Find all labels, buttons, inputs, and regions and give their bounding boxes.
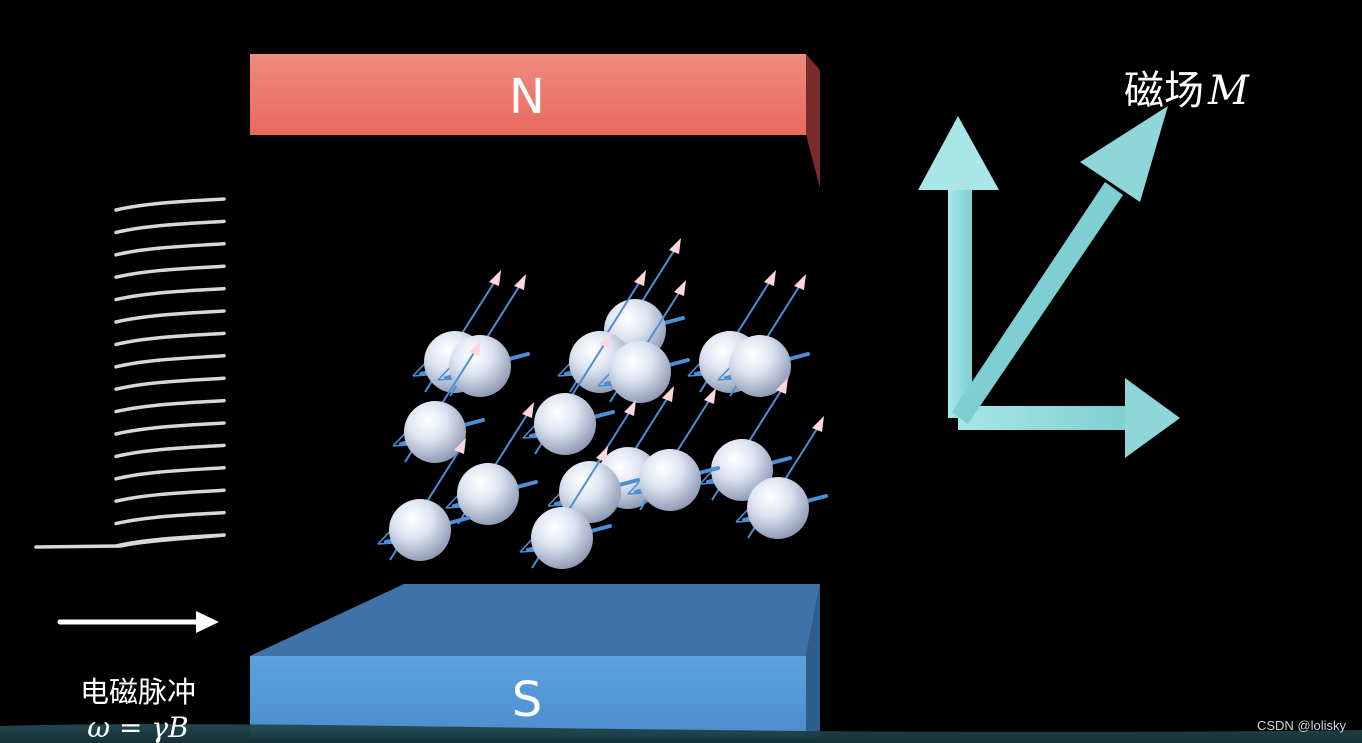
pulse-formula: ω = γB	[87, 711, 188, 743]
north-label: N	[509, 69, 545, 125]
vertical-axis-shaft	[948, 188, 972, 418]
south-magnet-top	[250, 584, 820, 656]
field-label-symbol: M	[1207, 68, 1250, 114]
horizontal-axis-head	[1125, 378, 1180, 458]
coil-turn	[114, 331, 226, 347]
spin	[437, 274, 530, 397]
pulse-arrow	[57, 611, 219, 633]
north-magnet-face	[250, 54, 806, 135]
bottom-band	[0, 724, 1362, 743]
spin	[522, 332, 615, 455]
south-label: S	[512, 672, 542, 728]
magnetization-vector-shaft	[952, 182, 1123, 424]
spin	[717, 274, 810, 397]
coil-turn	[114, 286, 226, 302]
coil-lead	[34, 533, 226, 549]
vertical-axis-head	[918, 116, 999, 190]
coil-turn	[114, 197, 226, 212]
horizontal-axis-shaft	[958, 406, 1128, 430]
coil-turn	[114, 376, 226, 391]
coil	[34, 197, 226, 549]
south-magnet-face	[250, 656, 806, 738]
pulse-label: 电磁脉冲	[80, 675, 196, 709]
field-label-text: 磁场	[1124, 68, 1204, 114]
south-magnet: S	[250, 584, 820, 738]
coil-turn	[114, 488, 226, 503]
coil-turn	[114, 264, 226, 279]
magnetization-vector-head	[1080, 106, 1168, 202]
spin	[377, 438, 470, 561]
spin	[627, 388, 720, 511]
magnetization-axes	[918, 106, 1180, 458]
spin	[519, 446, 612, 569]
north-magnet-side	[806, 54, 820, 188]
pulse-arrow-head	[196, 611, 219, 633]
coil-turn	[114, 510, 226, 526]
spin	[445, 402, 538, 525]
watermark: CSDN @lolisky	[1256, 718, 1346, 733]
coil-turn	[114, 466, 226, 481]
coil-turn	[114, 443, 226, 459]
coil-turn	[114, 219, 226, 235]
spin	[735, 416, 828, 539]
spin-lattice	[377, 238, 828, 569]
coil-turn	[114, 421, 226, 436]
south-magnet-side	[806, 584, 820, 738]
coil-turn	[114, 309, 226, 324]
spin	[392, 340, 485, 463]
coil-turn	[114, 354, 226, 369]
coil-turn	[114, 398, 226, 414]
north-magnet: N	[250, 54, 820, 188]
coil-turn	[114, 242, 226, 257]
spin	[597, 280, 690, 403]
